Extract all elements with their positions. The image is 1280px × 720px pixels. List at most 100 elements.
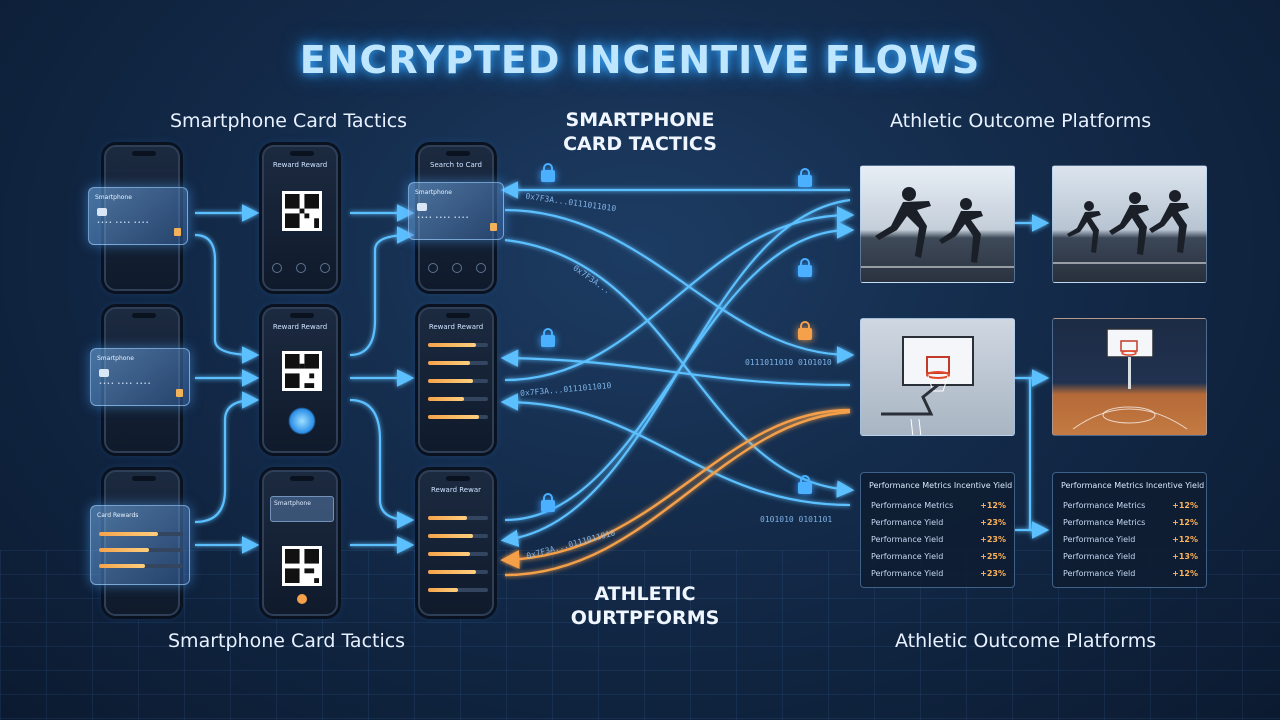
card-chip-icon: [417, 203, 427, 211]
row-value: +23%: [980, 535, 1006, 544]
lock-icon: [798, 475, 812, 494]
progress-bar: [428, 588, 488, 592]
court-illustration: [1072, 328, 1188, 430]
card-chip-icon: [97, 208, 107, 216]
progress-bar: [99, 532, 183, 536]
label-bottom-right: Athletic Outcome Platforms: [895, 630, 1157, 652]
progress-bar: [428, 343, 488, 347]
orange-dot-icon: [297, 594, 307, 604]
phone-col2-mid: Reward Reward: [262, 307, 338, 453]
lock-icon: [490, 223, 497, 231]
flow-arrow: [504, 208, 855, 364]
phone-title: Search to Card: [430, 161, 482, 169]
flow-arrow: [504, 238, 855, 498]
basketball-photo-1: [860, 318, 1015, 436]
runners-photo-2: [1052, 165, 1207, 283]
progress-bar: [428, 361, 488, 365]
progress-bar: [99, 564, 183, 568]
flow-arrow: [500, 198, 851, 548]
lock-icon: [176, 389, 183, 397]
qr-code-icon: [282, 546, 322, 586]
row-value: +25%: [980, 552, 1006, 561]
phone-dot-icon: [476, 263, 486, 273]
lock-icon: [541, 493, 555, 512]
progress-bar: [428, 397, 488, 401]
table-header: Performance Metrics Incentive Yield: [869, 481, 1013, 490]
label-bottom-left: Smartphone Card Tactics: [168, 630, 406, 652]
row-value: +12%: [980, 501, 1006, 510]
card-title: Smartphone: [95, 194, 132, 201]
card-number: •••• •••• ••••: [417, 215, 470, 221]
card-mid: Smartphone •••• •••• ••••: [90, 348, 190, 406]
hex-string: 0111011010 0101010: [745, 358, 832, 367]
flow-arrow: [194, 391, 260, 524]
lock-icon: [798, 258, 812, 277]
card-title: Smartphone: [97, 355, 134, 362]
label-top-right: Athletic Outcome Platforms: [890, 110, 1152, 132]
metrics-table-right: Performance Metrics Incentive Yield Perf…: [1052, 472, 1207, 588]
table-row: Performance Yield+25%: [871, 552, 1006, 561]
card-col3: Smartphone •••• •••• ••••: [408, 182, 504, 240]
row-label: Performance Yield: [871, 518, 944, 527]
row-label: Performance Yield: [1063, 552, 1136, 561]
card-title: Card Rewards: [97, 512, 139, 519]
phone-title: Reward Reward: [428, 323, 484, 331]
flow-arrow-orange: [500, 408, 851, 570]
phone-col2-bot: Smartphone: [262, 470, 338, 616]
phone-dot-icon: [452, 263, 462, 273]
row-label: Performance Yield: [871, 569, 944, 578]
table-row: Performance Metrics+12%: [871, 501, 1006, 510]
row-label: Performance Yield: [871, 535, 944, 544]
phone-title: Reward Reward: [272, 323, 328, 331]
runner-silhouettes: [861, 187, 1014, 268]
label-bottom-center-line2: OURTPFORMS: [570, 607, 720, 629]
table-row: Performance Metrics+12%: [1063, 518, 1198, 527]
runner-silhouettes: [1053, 190, 1206, 264]
lock-icon-orange: [798, 321, 812, 340]
mini-card: Smartphone: [270, 496, 334, 522]
card-title: Smartphone: [415, 189, 452, 196]
table-row: Performance Yield +13%: [1063, 552, 1198, 561]
hoop-illustration: [881, 336, 974, 435]
row-label: Performance Yield: [1063, 569, 1136, 578]
card-chip-icon: [99, 369, 109, 377]
progress-bar: [428, 379, 488, 383]
row-value: +23%: [980, 569, 1006, 578]
lock-icon: [541, 328, 555, 347]
label-top-center-line1: SMARTPHONE: [565, 109, 715, 131]
lock-icon: [541, 163, 555, 182]
table-row: Performance Yield +23%: [871, 569, 1006, 578]
row-label: Performance Yield: [1063, 535, 1136, 544]
flow-arrow: [194, 233, 260, 364]
row-value: +23%: [980, 518, 1006, 527]
phone-col2-top: Reward Reward: [262, 145, 338, 291]
qr-code-icon: [282, 191, 322, 231]
flow-arrow: [349, 226, 415, 357]
label-bottom-center-line1: ATHLETIC: [594, 583, 696, 605]
phone-title: Reward Reward: [272, 161, 328, 169]
progress-bar: [428, 534, 488, 538]
progress-bar: [428, 570, 488, 574]
row-value: +13%: [1172, 552, 1198, 561]
lock-icon: [174, 228, 181, 236]
table-header: Performance Metrics Incentive Yield: [1061, 481, 1205, 490]
row-label: Performance Metrics: [1063, 501, 1146, 510]
label-top-center: SMARTPHONE CARD TACTICS: [540, 108, 740, 156]
label-bottom-center: ATHLETIC OURTPFORMS: [545, 582, 745, 630]
flow-arrow: [500, 393, 851, 507]
table-row: Performance Yield +23%: [871, 535, 1006, 544]
table-row: Performance Yield +23%: [871, 518, 1006, 527]
qr-code-icon: [282, 351, 322, 391]
card-number: •••• •••• ••••: [99, 381, 152, 387]
progress-bar: [99, 548, 183, 552]
phone-dot-icon: [296, 263, 306, 273]
table-row: Performance Yield +12%: [1063, 535, 1198, 544]
row-value: +12%: [1172, 535, 1198, 544]
phone-title: Reward Rewar: [430, 486, 482, 494]
flow-arrow: [500, 349, 851, 387]
progress-bar: [428, 552, 488, 556]
label-top-left: Smartphone Card Tactics: [170, 110, 408, 132]
progress-bar: [428, 516, 488, 520]
row-value: +12%: [1172, 569, 1198, 578]
